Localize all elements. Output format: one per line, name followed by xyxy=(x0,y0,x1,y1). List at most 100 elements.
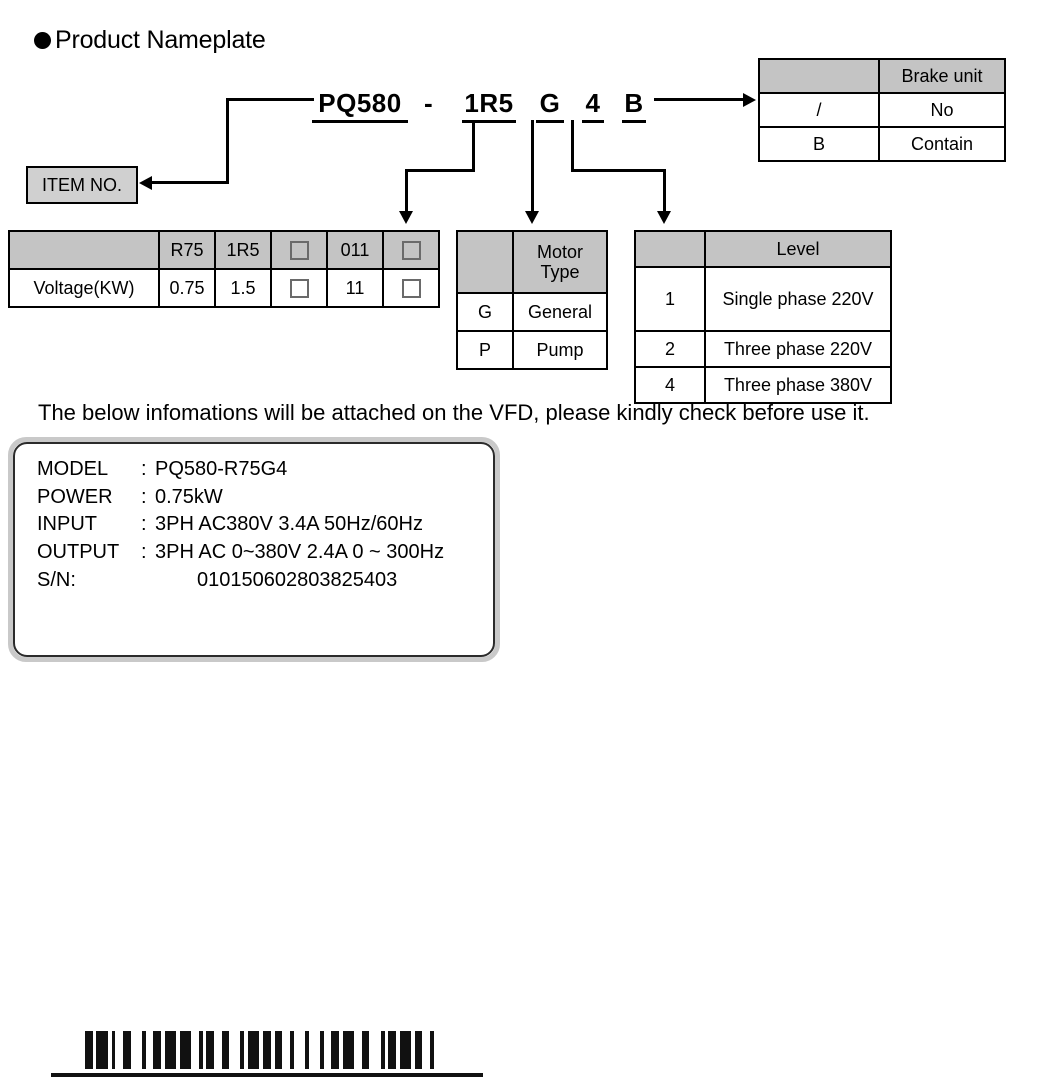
nameplate-colon-model: : xyxy=(141,458,147,480)
level-code-1: 2 xyxy=(634,330,706,368)
nameplate-colon-output: : xyxy=(141,540,147,563)
table-row: Voltage(KW) 0.75 1.5 11 xyxy=(8,268,440,308)
table-row: Brake unit xyxy=(758,58,1006,94)
nameplate-value-model: PQ580-R75G4 xyxy=(155,458,288,480)
table-row: R75 1R5 011 xyxy=(8,230,440,270)
nameplate-key-input: INPUT xyxy=(37,513,97,536)
level-table: Level 1 Single phase 220V 2 Three phase … xyxy=(634,230,892,404)
barcode xyxy=(85,1031,445,1069)
connector-power-arrowhead-icon xyxy=(399,211,413,224)
table-row: Level xyxy=(634,230,892,268)
nameplate-key-model: MODEL xyxy=(37,458,109,480)
brake-code-0: / xyxy=(758,92,880,128)
code-segment-motor: G xyxy=(536,88,564,123)
level-code-0: 1 xyxy=(634,266,706,332)
nameplate-key-power: POWER xyxy=(37,485,113,508)
connector-brake-arrowhead-icon xyxy=(743,93,756,107)
kw-header-011: 011 xyxy=(326,230,384,270)
connector-power-vertical-b xyxy=(405,169,408,213)
motor-code-0: G xyxy=(456,292,514,332)
code-separator-dash: - xyxy=(424,88,433,118)
nameplate-key-serial: S/N: xyxy=(37,569,76,592)
kw-header-r75: R75 xyxy=(158,230,216,270)
kw-header-placeholder-1 xyxy=(270,230,328,270)
table-row: 2 Three phase 220V xyxy=(634,330,892,368)
filled-circle-bullet-icon xyxy=(34,32,51,49)
code-segment-brake: B xyxy=(622,88,646,123)
connector-series-vertical xyxy=(226,98,229,183)
kw-value-011: 11 xyxy=(326,268,384,308)
nameplate-value-power: 0.75kW xyxy=(155,485,223,508)
level-value-2: Three phase 380V xyxy=(704,366,892,404)
connector-motor-arrowhead-icon xyxy=(525,211,539,224)
kw-row-label: Voltage(KW) xyxy=(8,268,160,308)
kw-value-r75: 0.75 xyxy=(158,268,216,308)
nameplate-row-model: MODEL : PQ580-R75G4 xyxy=(37,456,493,484)
nameplate-colon-input: : xyxy=(141,513,147,536)
table-row: P Pump xyxy=(456,330,608,370)
barcode-bars xyxy=(85,1031,445,1069)
level-code-2: 4 xyxy=(634,366,706,404)
kw-header-1r5: 1R5 xyxy=(214,230,272,270)
kw-header-blank xyxy=(8,230,160,270)
motor-header-blank xyxy=(456,230,514,294)
page-title-row: Product Nameplate xyxy=(34,26,266,55)
motor-code-1: P xyxy=(456,330,514,370)
table-row: Motor Type xyxy=(456,230,608,294)
table-row: 1 Single phase 220V xyxy=(634,266,892,332)
connector-series-top xyxy=(226,98,314,101)
placeholder-square-icon xyxy=(289,279,309,299)
connector-motor-vertical xyxy=(531,120,534,213)
nameplate-key-output: OUTPUT xyxy=(37,540,120,563)
nameplate-value-output: 3PH AC 0~380V 2.4A 0 ~ 300Hz xyxy=(155,540,445,563)
brake-value-0: No xyxy=(878,92,1006,128)
connector-series-arrowhead-icon xyxy=(139,176,152,190)
brake-header-label: Brake unit xyxy=(878,58,1006,94)
placeholder-square-icon xyxy=(401,279,421,299)
brake-code-1: B xyxy=(758,126,880,162)
connector-level-vertical-b xyxy=(663,169,666,213)
level-value-1: Three phase 220V xyxy=(704,330,892,368)
nameplate-inner: MODEL : PQ580-R75G4 POWER : 0.75kW INPUT… xyxy=(13,442,495,1077)
nameplate-value-input: 3PH AC380V 3.4A 50Hz/60Hz xyxy=(155,513,423,536)
code-segment-level: 4 xyxy=(582,88,604,123)
brake-header-blank xyxy=(758,58,880,94)
kw-header-placeholder-2 xyxy=(382,230,440,270)
connector-level-arrowhead-icon xyxy=(657,211,671,224)
barcode-underline xyxy=(51,1073,483,1077)
placeholder-square-icon xyxy=(289,241,309,261)
motor-header-label: Motor Type xyxy=(512,230,608,294)
connector-power-vertical-a xyxy=(472,120,475,172)
table-row: B Contain xyxy=(758,126,1006,162)
connector-series-bottom xyxy=(152,181,229,184)
motor-value-1: Pump xyxy=(512,330,608,370)
nameplate-row-serial: S/N: 010150602803825403 xyxy=(37,567,493,595)
level-header-label: Level xyxy=(704,230,892,268)
page-title: Product Nameplate xyxy=(55,26,266,54)
nameplate-value-serial: 010150602803825403 xyxy=(197,569,398,592)
kw-value-placeholder-2 xyxy=(382,268,440,308)
nameplate-row-power: POWER : 0.75kW xyxy=(37,484,493,512)
motor-value-0: General xyxy=(512,292,608,332)
nameplate-colon-power: : xyxy=(141,485,147,508)
connector-level-horizontal xyxy=(571,169,666,172)
level-value-0: Single phase 220V xyxy=(704,266,892,332)
voltage-kw-table: R75 1R5 011 Voltage(KW) 0.75 1.5 11 xyxy=(8,230,440,308)
brake-value-1: Contain xyxy=(878,126,1006,162)
connector-power-horizontal xyxy=(405,169,475,172)
connector-brake-horizontal xyxy=(654,98,744,101)
item-no-label: ITEM NO. xyxy=(42,174,122,195)
item-no-box: ITEM NO. xyxy=(26,166,138,204)
code-segment-power: 1R5 xyxy=(462,88,516,123)
level-header-blank xyxy=(634,230,706,268)
connector-level-vertical-a xyxy=(571,120,574,172)
kw-value-1r5: 1.5 xyxy=(214,268,272,308)
notice-text: The below infomations will be attached o… xyxy=(38,400,870,425)
nameplate-row-output: OUTPUT : 3PH AC 0~380V 2.4A 0 ~ 300Hz xyxy=(37,539,493,567)
nameplate-row-input: INPUT : 3PH AC380V 3.4A 50Hz/60Hz xyxy=(37,511,493,539)
brake-unit-table: Brake unit / No B Contain xyxy=(758,58,1006,162)
kw-value-placeholder-1 xyxy=(270,268,328,308)
table-row: 4 Three phase 380V xyxy=(634,366,892,404)
table-row: G General xyxy=(456,292,608,332)
nameplate-label: MODEL : PQ580-R75G4 POWER : 0.75kW INPUT… xyxy=(8,437,500,1077)
